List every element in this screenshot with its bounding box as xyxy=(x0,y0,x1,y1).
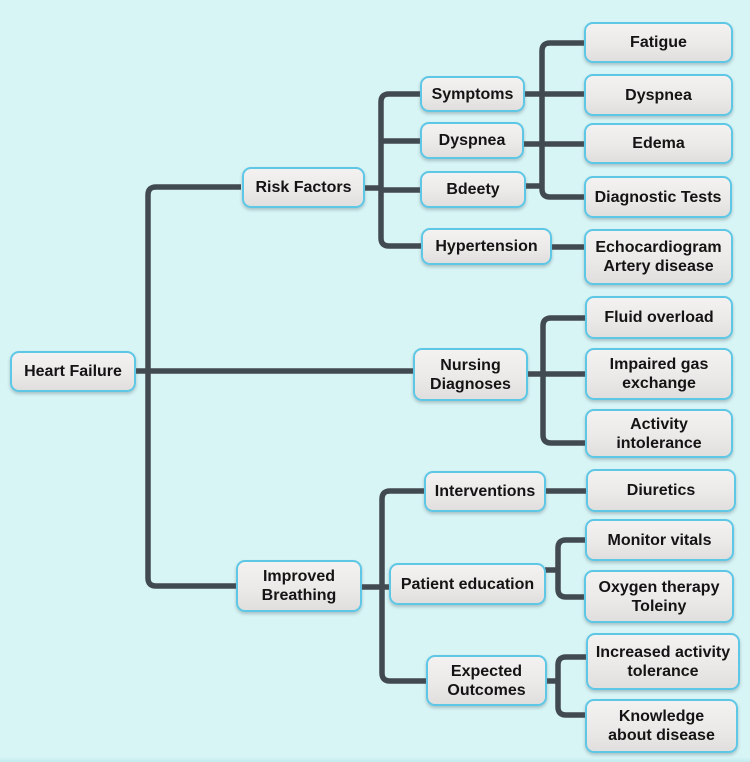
node-impaired-gas-exchange[interactable]: Impaired gas exchange xyxy=(585,348,733,400)
node-interventions[interactable]: Interventions xyxy=(424,471,546,512)
node-fatigue[interactable]: Fatigue xyxy=(584,22,733,63)
node-expected-outcomes[interactable]: Expected Outcomes xyxy=(426,655,547,706)
connector-outcomes-trunk xyxy=(555,654,586,718)
node-knowledge-about-disease[interactable]: Knowledge about disease xyxy=(585,699,738,753)
node-oxygen-therapy[interactable]: Oxygen therapy Toleiny xyxy=(584,570,734,623)
node-activity-intolerance[interactable]: Activity intolerance xyxy=(585,409,733,458)
node-increased-activity-tolerance[interactable]: Increased activity tolerance xyxy=(586,633,740,690)
connector-root-trunk xyxy=(145,184,241,589)
node-patient-education[interactable]: Patient education xyxy=(389,563,546,605)
node-echocardiogram[interactable]: Echocardiogram Artery disease xyxy=(584,229,733,285)
node-fluid-overload[interactable]: Fluid overload xyxy=(585,296,733,339)
connector-risk-factors-trunk xyxy=(378,91,421,249)
node-edema[interactable]: Edema xyxy=(584,123,733,164)
connector-symptoms-trunk xyxy=(539,40,584,200)
connector-patient-education-trunk xyxy=(555,537,585,600)
node-risk-factors[interactable]: Risk Factors xyxy=(242,167,365,208)
node-bdeety[interactable]: Bdeety xyxy=(420,171,526,208)
connector-nursing-trunk xyxy=(540,315,585,446)
node-diagnostic-tests[interactable]: Diagnostic Tests xyxy=(584,176,732,218)
node-improved-breathing[interactable]: Improved Breathing xyxy=(236,560,362,612)
node-hypertension[interactable]: Hypertension xyxy=(421,228,552,265)
node-dyspnea-risk[interactable]: Dyspnea xyxy=(420,122,524,159)
node-monitor-vitals[interactable]: Monitor vitals xyxy=(585,519,734,561)
node-heart-failure[interactable]: Heart Failure xyxy=(10,351,136,392)
node-symptoms[interactable]: Symptoms xyxy=(420,76,525,112)
node-nursing-diagnoses[interactable]: Nursing Diagnoses xyxy=(413,348,528,401)
node-dyspnea-symptom[interactable]: Dyspnea xyxy=(584,74,733,116)
node-diuretics[interactable]: Diuretics xyxy=(586,469,736,512)
